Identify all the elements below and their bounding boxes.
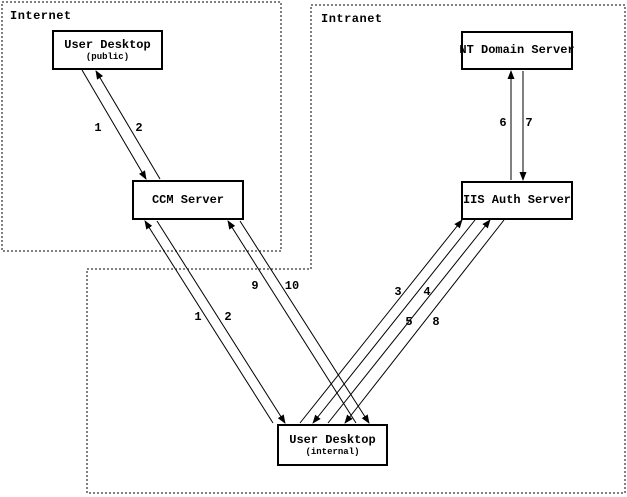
arrow-msg2-ccm-to-internal-desktop: [156, 220, 286, 424]
arrow-msg8-iis-to-internal-desktop: [344, 219, 505, 424]
msg-label-2-internal: 2: [224, 310, 232, 324]
arrow-msg9-internal-desktop-to-ccm: [227, 220, 357, 424]
msg-label-1-internal: 1: [194, 310, 202, 324]
msg-label-2-public: 2: [135, 121, 143, 135]
node-nt-domain-server: NT Domain Server: [459, 31, 575, 70]
intranet-zone-boundary: [86, 4, 626, 494]
msg-label-4: 4: [423, 285, 431, 299]
node-user-desktop-public: User Desktop (public): [52, 30, 163, 70]
msg-label-3: 3: [394, 285, 402, 299]
node-user-desktop-internal-subtitle: (internal): [305, 446, 360, 457]
msg-label-1-public: 1: [94, 121, 102, 135]
node-user-desktop-internal-title: User Desktop: [289, 432, 376, 447]
node-nt-domain-server-title: NT Domain Server: [459, 43, 575, 57]
node-ccm-server: CCM Server: [132, 180, 244, 220]
msg-label-9: 9: [251, 279, 259, 293]
node-user-desktop-internal: User Desktop (internal): [277, 424, 388, 466]
node-iis-auth-server-title: IIS Auth Server: [462, 193, 572, 207]
intranet-zone-label: Intranet: [321, 12, 383, 26]
msg-label-8: 8: [432, 315, 440, 329]
arrow-msg1-public-desktop-to-ccm: [81, 69, 147, 180]
node-iis-auth-server: IIS Auth Server: [461, 181, 573, 220]
internet-zone-label: Internet: [10, 9, 72, 23]
arrow-msg5-internal-desktop-to-iis: [327, 219, 491, 424]
arrow-msg10-ccm-to-internal-desktop: [239, 220, 370, 424]
arrow-msg3-internal-desktop-to-iis: [299, 219, 463, 424]
msg-label-10: 10: [284, 279, 300, 293]
node-user-desktop-public-subtitle: (public): [85, 51, 130, 62]
msg-label-5: 5: [405, 315, 413, 329]
arrow-msg4-iis-to-internal-desktop: [312, 219, 476, 424]
msg-label-7: 7: [525, 116, 533, 130]
arrow-msg1-internal-desktop-to-ccm: [144, 220, 274, 424]
node-user-desktop-public-title: User Desktop: [64, 37, 151, 52]
node-ccm-server-title: CCM Server: [151, 192, 224, 207]
arrow-msg2-ccm-to-public-desktop: [95, 70, 161, 180]
msg-label-6: 6: [499, 116, 507, 130]
